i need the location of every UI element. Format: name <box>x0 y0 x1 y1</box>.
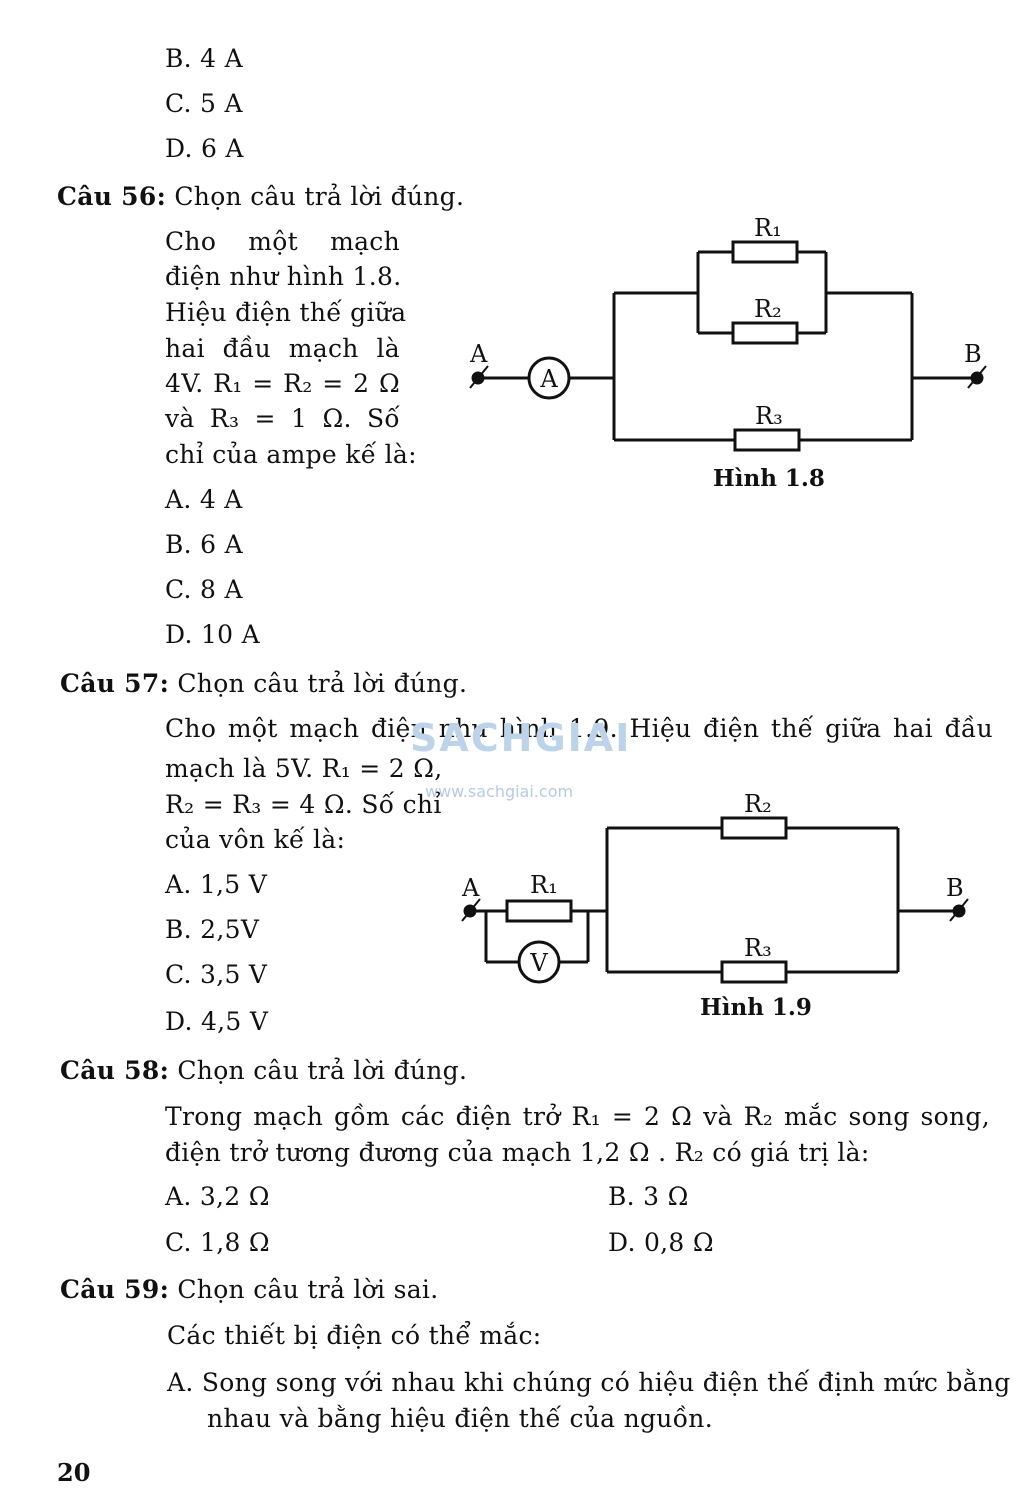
question-59: Câu 59: Chọn câu trả lời sai. <box>60 1273 438 1307</box>
q58-option-d: D. 0,8 Ω <box>608 1228 714 1257</box>
figure-1-9-caption: Hình 1.9 <box>700 994 812 1021</box>
q59-body: Các thiết bị điện có thể mắc: <box>167 1321 542 1350</box>
question-56: Câu 56: Chọn câu trả lời đúng. <box>57 180 464 214</box>
label-r3: R₃ <box>755 402 783 430</box>
question-58: Câu 58: Chọn câu trả lời đúng. <box>60 1054 467 1088</box>
figure-1-8: A B A R₁ R₂ R₃ <box>469 214 987 452</box>
q58-body-line-1: Trong mạch gồm các điện trở R₁ = 2 Ω và … <box>165 1102 990 1131</box>
q58-body-line-2: điện trở tương đương của mạch 1,2 Ω . R₂… <box>165 1138 870 1167</box>
ammeter-label: A <box>539 365 558 393</box>
question-58-prompt: Chọn câu trả lời đúng. <box>177 1056 468 1085</box>
q57-body-line-4: của vôn kế là: <box>165 825 346 854</box>
q57-body-line-2: mạch là 5V. R₁ = 2 Ω, <box>165 754 443 783</box>
question-57-prompt: Chọn câu trả lời đúng. <box>177 669 468 698</box>
label-a: A <box>469 340 488 368</box>
label-r1: R₁ <box>530 871 558 899</box>
label-r2: R₂ <box>754 295 782 323</box>
q56-body-line-7: chỉ của ampe kế là: <box>165 440 417 469</box>
label-b: B <box>946 874 964 902</box>
q59-option-a-line-1: A. Song song với nhau khi chúng có hiệu … <box>167 1368 1011 1397</box>
watermark-url: www.sachgiai.com <box>425 782 574 801</box>
question-56-label: Câu 56: <box>57 182 167 211</box>
resistor-r3 <box>733 428 801 452</box>
q56-option-d: D. 10 A <box>165 620 260 649</box>
voltmeter-label: V <box>529 949 548 977</box>
watermark-logo: SACHGIAI <box>410 716 632 760</box>
q56-body-line-3: Hiệu điện thế giữa <box>165 298 407 327</box>
q56-body-line-6: và R₃ = 1 Ω. Số <box>165 404 400 433</box>
q56-option-b: B. 6 A <box>165 530 243 559</box>
question-56-prompt: Chọn câu trả lời đúng. <box>174 182 465 211</box>
resistor-r1 <box>731 240 799 264</box>
q56-body-line-2: điện như hình 1.8. <box>165 262 402 291</box>
question-59-prompt: Chọn câu trả lời sai. <box>177 1275 439 1304</box>
q57-option-c: C. 3,5 V <box>165 960 268 989</box>
label-r2: R₂ <box>744 790 772 818</box>
page-number: 20 <box>57 1458 91 1487</box>
option-b-prev: B. 4 A <box>165 44 243 73</box>
q57-option-a: A. 1,5 V <box>165 870 268 899</box>
q56-body-line-4: hai đầu mạch là <box>165 334 400 363</box>
q59-option-a-line-2: nhau và bằng hiệu điện thế của nguồn. <box>207 1404 713 1433</box>
q56-body-line-5: 4V. R₁ = R₂ = 2 Ω <box>165 369 400 398</box>
q58-option-a: A. 3,2 Ω <box>165 1182 270 1211</box>
q56-option-c: C. 8 A <box>165 575 243 604</box>
figure-1-9: A B V R₁ R₂ R₃ <box>461 790 969 984</box>
resistor-r1 <box>505 899 573 923</box>
resistor-r2 <box>720 816 788 840</box>
option-d-prev: D. 6 A <box>165 134 244 163</box>
q57-option-b: B. 2,5V <box>165 915 260 944</box>
figure-1-8-caption: Hình 1.8 <box>713 465 825 492</box>
question-57-label: Câu 57: <box>60 669 170 698</box>
q57-option-d: D. 4,5 V <box>165 1007 269 1036</box>
label-b: B <box>964 340 982 368</box>
resistor-r2 <box>731 321 799 345</box>
label-r1: R₁ <box>754 214 782 242</box>
label-a: A <box>461 874 480 902</box>
question-59-label: Câu 59: <box>60 1275 170 1304</box>
q58-option-b: B. 3 Ω <box>608 1182 689 1211</box>
q56-option-a: A. 4 A <box>165 485 243 514</box>
option-c-prev: C. 5 A <box>165 89 243 118</box>
q57-body-line-3: R₂ = R₃ = 4 Ω. Số chỉ <box>165 790 442 819</box>
label-r3: R₃ <box>744 934 772 962</box>
q58-option-c: C. 1,8 Ω <box>165 1228 270 1257</box>
q57-body-line-1: Cho một mạch điện như hình 1.9. Hiệu điệ… <box>165 714 993 743</box>
resistor-r3 <box>720 960 788 984</box>
question-57: Câu 57: Chọn câu trả lời đúng. <box>60 667 467 701</box>
question-58-label: Câu 58: <box>60 1056 170 1085</box>
q56-body-line-1: Cho một mạch <box>165 227 400 256</box>
